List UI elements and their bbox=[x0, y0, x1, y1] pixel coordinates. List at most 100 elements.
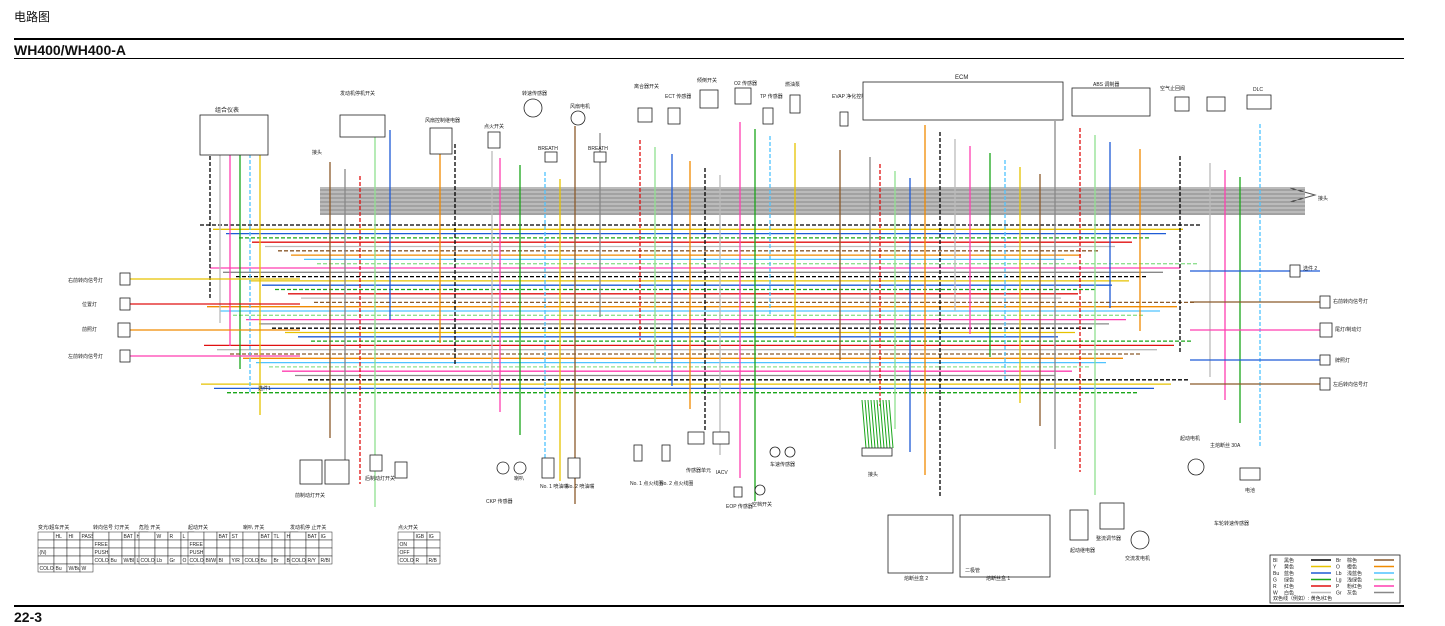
switch-table-cell bbox=[37, 531, 55, 541]
switch-table-cell bbox=[318, 539, 333, 549]
breath2-box: BREATH bbox=[588, 146, 608, 163]
ect-box: ECT 传感器 bbox=[665, 93, 691, 125]
switch-table-text: W/Bl bbox=[124, 558, 135, 564]
breath1-box: BREATH bbox=[538, 146, 558, 163]
joint-right: 接头 bbox=[1318, 195, 1328, 202]
starter-motor: 起动电机 bbox=[1180, 435, 1205, 476]
switch-table-text: COLOR bbox=[400, 558, 418, 564]
switch-table-text: Bu bbox=[111, 558, 117, 564]
switch-table-cell bbox=[258, 539, 273, 549]
switch-table-text: IG bbox=[429, 534, 434, 540]
rrt-label: 左后转向信号灯 bbox=[1333, 381, 1368, 388]
switch-table-text: COLOR bbox=[95, 558, 113, 564]
switch-table-title: 点火开关 bbox=[398, 524, 418, 531]
fan-relay-label: 风扇控制继电器 bbox=[425, 117, 460, 124]
joint-right-label: 接头 bbox=[1318, 195, 1328, 202]
fuel-pump-box: 燃油泵 bbox=[785, 81, 801, 114]
switch-table-cell bbox=[271, 547, 286, 557]
position-lamp: 位置灯 bbox=[82, 297, 131, 311]
starter-relay: 起动继电器 bbox=[1069, 509, 1095, 554]
switch-table-text: PUSH bbox=[190, 550, 204, 556]
switch-table-text: ST bbox=[232, 534, 238, 540]
coil1-label: No. 1 点火线圈 bbox=[630, 480, 663, 487]
iacv-label: IACV bbox=[716, 470, 728, 476]
switch-table-cell bbox=[66, 547, 81, 557]
legend-code: Bl bbox=[1273, 558, 1277, 564]
legend-code: Lb bbox=[1336, 571, 1342, 577]
switch-table-cell bbox=[229, 547, 244, 557]
switch-table-title: 转向信号 灯开关 bbox=[93, 524, 129, 531]
switch-table-text: HL bbox=[56, 534, 63, 540]
legend-name: 灰色 bbox=[1347, 590, 1357, 597]
option1: 选件1 bbox=[258, 385, 271, 392]
legend-name: 棕色 bbox=[1347, 557, 1357, 564]
switch-table-title: 喇叭 开关 bbox=[243, 524, 264, 531]
evap-label: EVAP 净化控制电磁阀 bbox=[832, 93, 881, 100]
speed-sensor-label: 转速传感器 bbox=[522, 90, 547, 97]
ecm-box: ECM bbox=[862, 75, 1064, 121]
air-check-label: 空气止回阀 bbox=[1160, 85, 1185, 92]
map-label: 传感器单元 bbox=[686, 467, 711, 474]
dlc-label: DLC bbox=[1253, 87, 1263, 93]
switch-table-cell bbox=[229, 539, 244, 549]
switch-table-title: 危险 开关 bbox=[139, 524, 160, 531]
coil-1: No. 1 点火线圈 bbox=[630, 444, 663, 487]
iacv-box: IACV bbox=[712, 431, 730, 476]
switch-table-cell bbox=[53, 555, 68, 565]
switch-table-cell bbox=[203, 539, 218, 549]
page-number: 22-3 bbox=[14, 609, 43, 625]
switch-table-text: PASS bbox=[82, 534, 96, 540]
switch-table-cell bbox=[121, 547, 136, 557]
regulator: 整流调节器 bbox=[1096, 502, 1125, 542]
fuse-box-1: 熔断丝盒 1 二极管 bbox=[959, 514, 1051, 582]
switch-table-text: R bbox=[170, 534, 174, 540]
right-front-turn: 右前转向信号灯 bbox=[1319, 295, 1368, 309]
vs-label: 车速传感器 bbox=[770, 461, 795, 468]
switch-table-text: FREE bbox=[190, 542, 204, 548]
ignition-sw-box: 点火开关 bbox=[484, 123, 504, 149]
breath1-label: BREATH bbox=[538, 146, 558, 152]
switch-table-text: COLOR bbox=[245, 558, 263, 564]
switch-table-text: BAT bbox=[308, 534, 317, 540]
legend-code: W bbox=[1273, 591, 1278, 597]
ecm-label: ECM bbox=[955, 75, 968, 81]
switch-table-cell bbox=[413, 539, 428, 549]
coil2-label: No. 2 点火线圈 bbox=[660, 480, 693, 487]
map-sensor-box: 传感器单元 bbox=[686, 431, 711, 474]
switch-table-text: L bbox=[183, 534, 186, 540]
switch-table-cell bbox=[167, 547, 182, 557]
fuse-box-2: 熔断丝盒 2 bbox=[887, 514, 954, 582]
model-title: WH400/WH400-A bbox=[14, 42, 127, 58]
switch-table-text: COLOR bbox=[141, 558, 159, 564]
switch-table-cell bbox=[92, 531, 110, 541]
switch-table-text: BAT bbox=[219, 534, 228, 540]
fan-relay-box: 风扇控制继电器 bbox=[425, 117, 460, 155]
air-check-box: 空气止回阀 bbox=[1160, 85, 1190, 112]
evap-box: EVAP 净化控制电磁阀 bbox=[832, 93, 881, 127]
switch-table-cell bbox=[79, 539, 94, 549]
switch-table-text: R/Bl bbox=[321, 558, 330, 564]
switch-table-cell bbox=[216, 539, 231, 549]
switch-table-text: R/Y bbox=[308, 558, 317, 564]
legend-name: 粉红色 bbox=[1347, 583, 1362, 590]
switch-table-cell bbox=[289, 547, 307, 557]
dlc-box: DLC bbox=[1246, 87, 1272, 110]
switch-table-cell bbox=[318, 555, 333, 565]
rft-label: 右前转向信号灯 bbox=[1333, 298, 1368, 305]
legend-code: Gr bbox=[1336, 591, 1342, 597]
switch-table-cell bbox=[318, 547, 333, 557]
subheader-rule bbox=[14, 58, 1404, 59]
switch-table-cell bbox=[242, 539, 260, 549]
switch-table-cell bbox=[413, 547, 428, 557]
switch-table-text: COLOR bbox=[292, 558, 310, 564]
switch-table-text: Bu bbox=[261, 558, 267, 564]
switch-table-cell bbox=[305, 539, 320, 549]
switch-table-cell bbox=[167, 539, 182, 549]
switch-table-cell bbox=[289, 539, 307, 549]
option2-label: 选件 2 bbox=[1303, 265, 1317, 272]
joint-top-box bbox=[1206, 96, 1226, 112]
header-rule bbox=[14, 38, 1404, 40]
switch-table-cell bbox=[79, 547, 94, 557]
